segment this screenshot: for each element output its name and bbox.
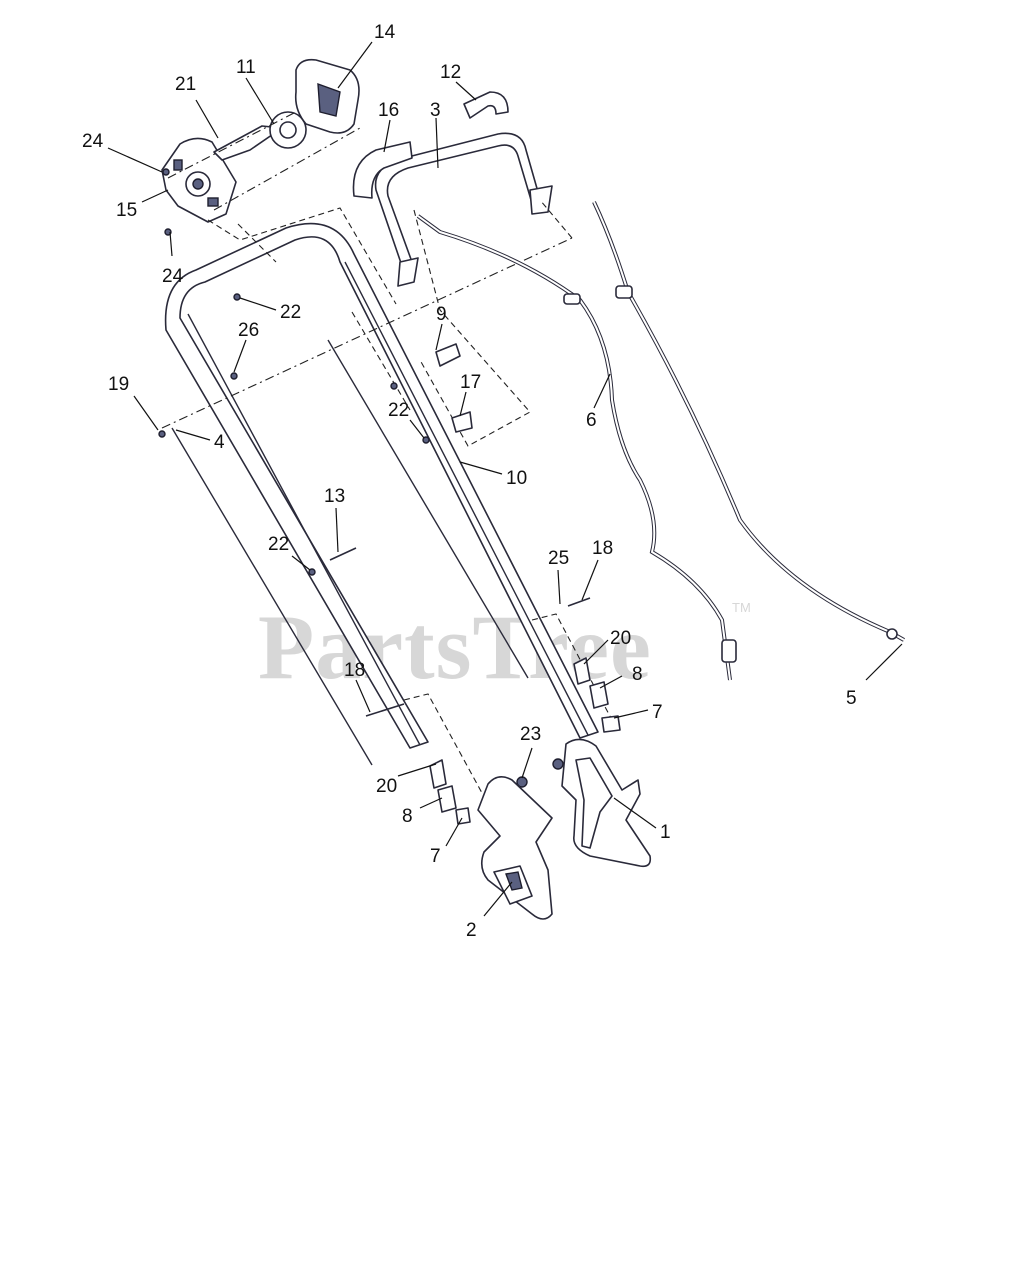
callout-17: 17 [460, 372, 481, 393]
callout-14: 14 [374, 22, 396, 43]
callout-8-right: 8 [632, 664, 643, 685]
hardware-fasteners [158, 168, 621, 825]
handle-bracket-left [477, 776, 553, 920]
callout-20-left: 20 [376, 776, 397, 797]
callout-1: 1 [660, 822, 671, 843]
callout-24-top: 24 [82, 131, 104, 152]
control-housing [161, 137, 237, 223]
callout-20-right: 20 [610, 628, 631, 649]
callout-16: 16 [378, 100, 399, 121]
callout-7-left: 7 [430, 846, 441, 867]
callout-18-right: 18 [592, 538, 613, 559]
callout-11: 11 [236, 57, 256, 78]
control-cable-6 [416, 214, 737, 681]
control-rod-center [327, 339, 529, 679]
callout-19: 19 [108, 374, 129, 395]
handle-grip [352, 141, 413, 199]
housing-cover [294, 58, 360, 134]
callout-2: 2 [466, 920, 477, 941]
callout-18-left: 18 [344, 660, 365, 681]
callout-5: 5 [846, 688, 857, 709]
callout-26: 26 [238, 320, 259, 341]
control-lever [213, 111, 307, 161]
control-rod-left [171, 427, 373, 766]
callout-23: 23 [520, 724, 541, 745]
callout-12: 12 [440, 62, 461, 83]
callout-9: 9 [436, 304, 447, 325]
callout-25: 25 [548, 548, 569, 569]
callout-21: 21 [175, 74, 196, 95]
handle-bracket-right [561, 738, 652, 868]
callout-labels: 14 11 21 24 15 24 12 16 3 22 26 9 19 17 … [82, 22, 857, 941]
watermark-trademark: TM [732, 600, 751, 615]
leader-lines [107, 41, 903, 917]
callout-22-b: 22 [388, 400, 409, 421]
callout-8-left: 8 [402, 806, 413, 827]
lower-handle-frame [164, 222, 599, 749]
callout-22-a: 22 [280, 302, 301, 323]
callout-13: 13 [324, 486, 345, 507]
callout-4: 4 [214, 432, 225, 453]
control-cable-5 [592, 201, 905, 642]
cable-clip [463, 91, 509, 119]
callout-7-right: 7 [652, 702, 663, 723]
callout-22-c: 22 [268, 534, 289, 555]
callout-24-bottom: 24 [162, 266, 184, 287]
callout-10: 10 [506, 468, 527, 489]
callout-3: 3 [430, 100, 441, 121]
callout-6: 6 [586, 410, 597, 431]
callout-15: 15 [116, 200, 137, 221]
